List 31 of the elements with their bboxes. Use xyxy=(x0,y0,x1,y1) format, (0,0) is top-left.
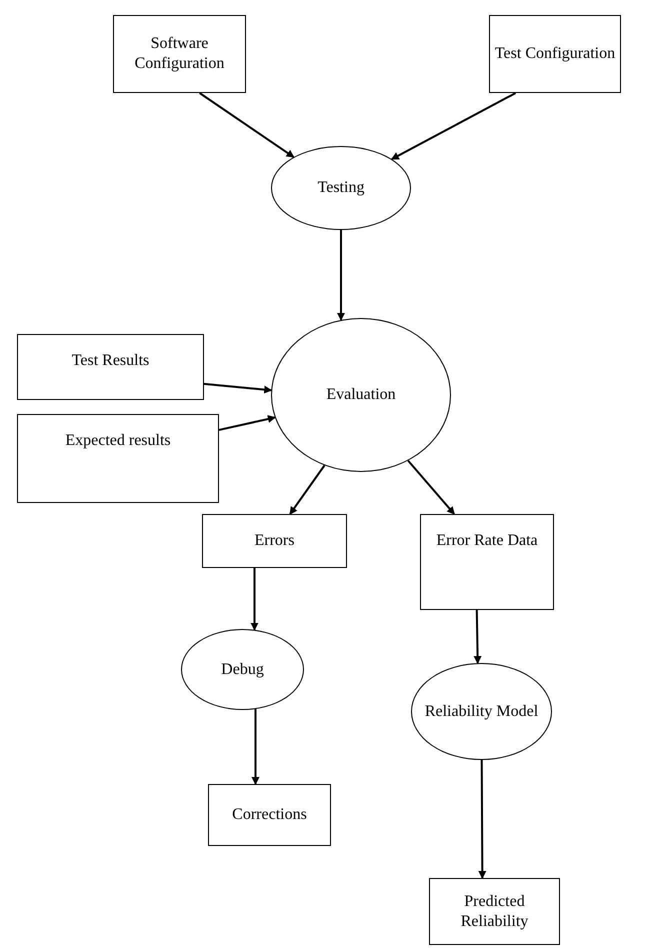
node-label: Test Results xyxy=(72,351,150,371)
arrow xyxy=(199,92,294,158)
data-box xyxy=(208,784,331,846)
node-label: Error Rate Data xyxy=(436,531,538,551)
arrow xyxy=(218,415,276,431)
data-box xyxy=(202,514,347,568)
arrow xyxy=(250,568,258,631)
arrow xyxy=(252,709,260,785)
node-label: Debug xyxy=(221,660,264,680)
data-box xyxy=(17,414,219,503)
arrow xyxy=(474,610,482,664)
arrow xyxy=(390,92,516,160)
node-label: Corrections xyxy=(232,805,307,825)
data-box xyxy=(420,514,554,610)
node-label: Errors xyxy=(254,531,294,551)
arrow xyxy=(478,760,486,879)
node-label: Expected results xyxy=(65,431,171,451)
arrow xyxy=(407,460,455,515)
node-label: Test Configuration xyxy=(494,44,616,64)
node-label: Reliability Model xyxy=(424,702,538,722)
data-box xyxy=(489,15,621,93)
arrow xyxy=(337,230,345,321)
data-box xyxy=(429,878,560,945)
node-label: Software Configuration xyxy=(134,34,226,74)
node-label: Predicted Reliability xyxy=(460,892,530,932)
data-box xyxy=(17,334,204,400)
arrow xyxy=(289,464,326,515)
node-label: Evaluation xyxy=(326,385,396,405)
node-label: Testing xyxy=(318,178,364,198)
arrow xyxy=(204,382,272,394)
data-box xyxy=(113,15,246,93)
